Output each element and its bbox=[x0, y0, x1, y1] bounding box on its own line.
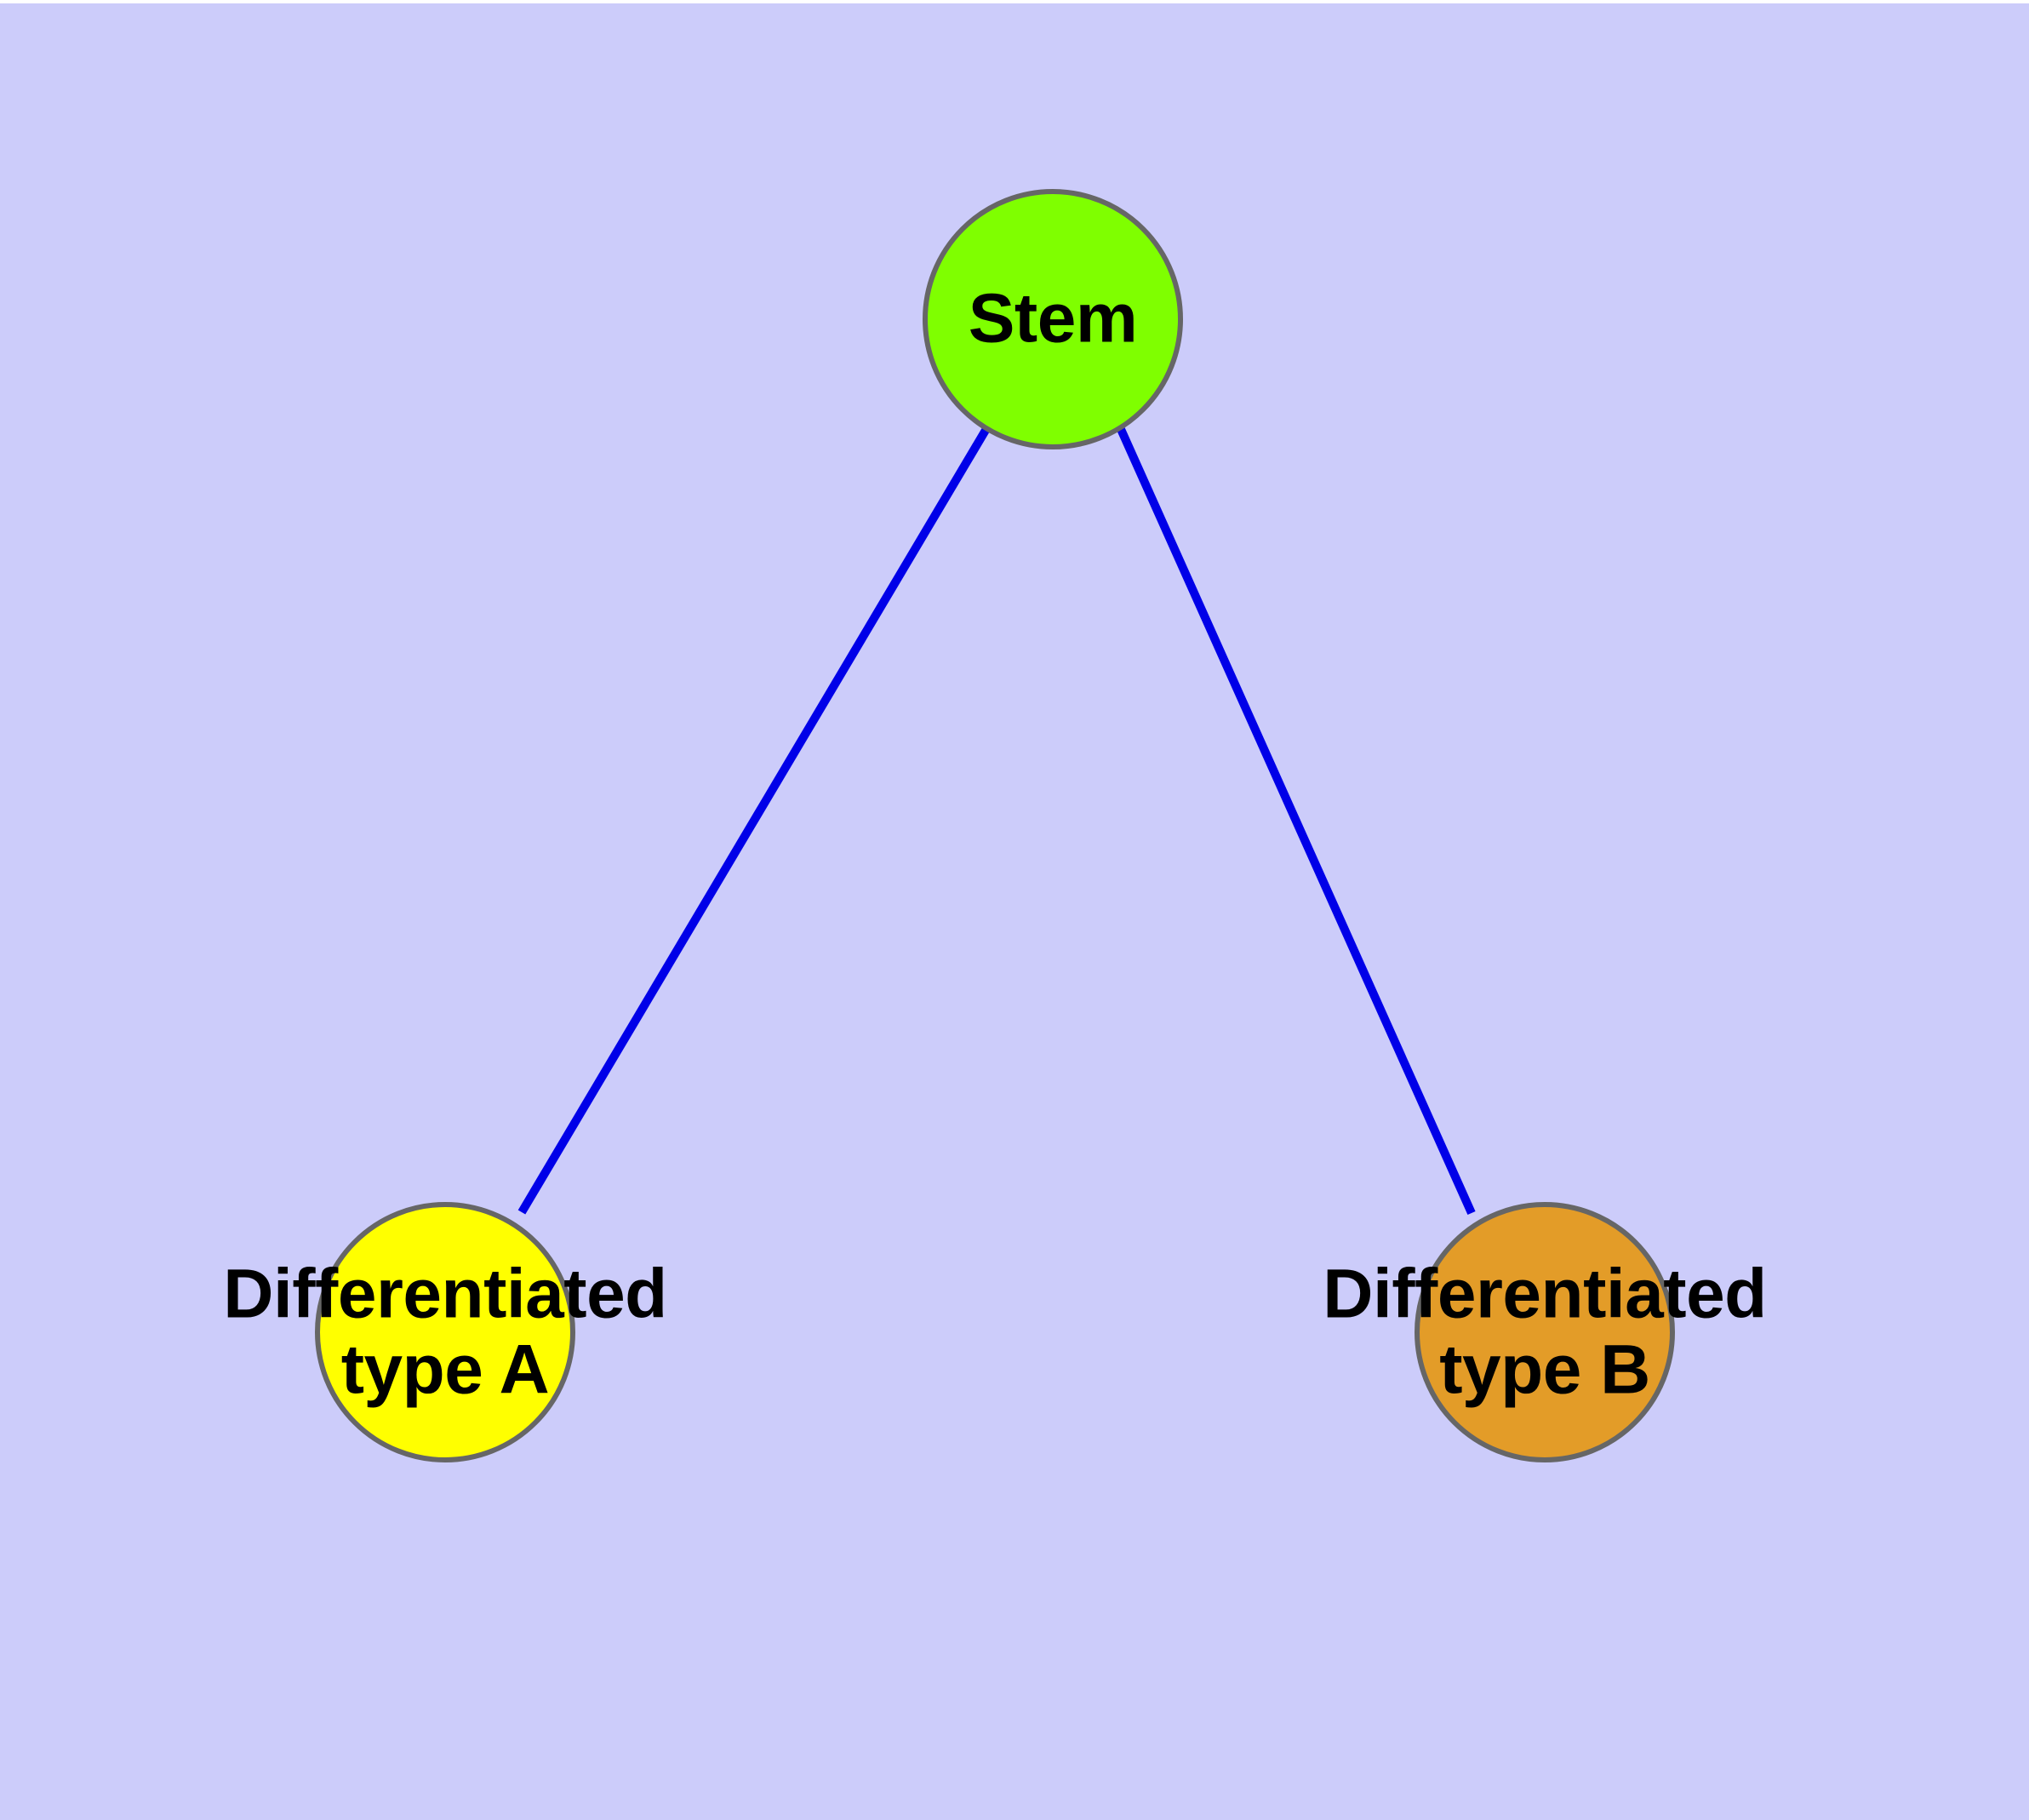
graph-node-diff_a[interactable] bbox=[315, 1202, 575, 1462]
graph-node-diff_b[interactable] bbox=[1415, 1202, 1675, 1462]
graph-node-stem[interactable] bbox=[923, 189, 1183, 449]
graph-edge-stem-to-b bbox=[1116, 425, 1476, 1216]
nodes-layer bbox=[315, 189, 1675, 1462]
graph-edge-stem-to-a bbox=[517, 425, 992, 1215]
edges-layer bbox=[517, 425, 1476, 1216]
